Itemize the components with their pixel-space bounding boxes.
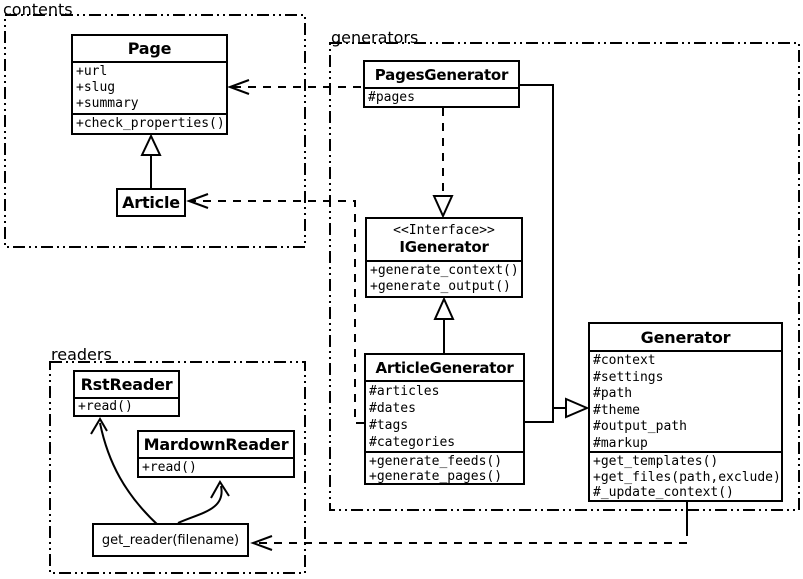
class-generator-title: Generator (640, 327, 731, 347)
edge-pagesgenerator-to-generator-generalization (520, 84, 566, 409)
class-generator-methods: +get_templates() +get_files(path,exclude… (590, 451, 781, 500)
edge-articlegenerator-to-igenerator-generalization (433, 296, 455, 353)
attribute: #dates (369, 401, 416, 416)
class-articlegenerator-attributes: #articles #dates #tags #categories (366, 380, 523, 451)
attribute: #articles (369, 384, 440, 399)
method: +read() (78, 399, 133, 414)
attribute: +slug (76, 80, 116, 95)
class-mardownreader-title: MardownReader (143, 435, 289, 454)
method: +read() (142, 460, 197, 475)
class-page-attributes: +url +slug +summary (73, 61, 226, 113)
class-generator: Generator #context #settings #path #them… (588, 322, 783, 502)
package-border-contents (4, 14, 306, 248)
package-label-readers: readers (51, 345, 112, 364)
attribute: #tags (369, 418, 409, 433)
class-mardownreader: MardownReader +read() (137, 430, 295, 478)
attribute: #output_path (593, 419, 687, 434)
class-article: Article (116, 188, 186, 217)
class-generator-attributes: #context #settings #path #theme #output_… (590, 350, 781, 451)
edge-getreader-to-mardownreader-arrow (177, 480, 230, 524)
class-rstreader: RstReader +read() (73, 370, 180, 417)
package-label-contents: contents (3, 0, 73, 19)
attribute: #theme (593, 402, 640, 418)
class-articlegenerator-title: ArticleGenerator (375, 358, 514, 377)
attribute: +url (76, 64, 108, 79)
function-box-get-reader-label: get_reader(filename) (101, 532, 240, 548)
method: #_update_context() (593, 485, 734, 500)
class-page-title: Page (127, 39, 172, 58)
attribute: #path (593, 386, 633, 401)
class-rstreader-title: RstReader (80, 375, 173, 394)
method: +check_properties() (76, 116, 225, 131)
edge-generator-to-getreader-dependency (250, 502, 688, 551)
method: +generate_context() (370, 263, 519, 278)
class-mardownreader-methods: +read() (139, 457, 293, 476)
class-pagesgenerator-title: PagesGenerator (374, 65, 509, 84)
class-articlegenerator-methods: +generate_feeds() +generate_pages() (366, 451, 523, 483)
method: +generate_feeds() (369, 454, 503, 469)
class-igenerator-methods: +generate_context() +generate_output() (367, 260, 521, 296)
edge-article-to-page-generalization (140, 133, 162, 188)
method: +generate_pages() (369, 469, 503, 483)
class-page-methods: +check_properties() (73, 113, 226, 133)
attribute: #markup (593, 435, 648, 451)
attribute: #pages (368, 90, 415, 105)
class-article-title: Article (122, 193, 180, 212)
class-igenerator-stereotype: <<Interface>> (393, 223, 495, 238)
attribute: #settings (593, 369, 664, 385)
attribute: #categories (369, 435, 456, 450)
edge-articlegenerator-to-generator-generalization (525, 397, 590, 423)
attribute: +summary (76, 96, 139, 111)
edge-pagesgenerator-to-page-dependency (227, 79, 361, 95)
method: +get_files(path,exclude) (593, 469, 781, 485)
class-igenerator-title: <<Interface>> IGenerator (367, 219, 521, 260)
edge-articlegenerator-to-article-dependency (186, 193, 364, 424)
class-igenerator-name: IGenerator (399, 238, 489, 256)
class-igenerator: <<Interface>> IGenerator +generate_conte… (365, 217, 523, 298)
package-border-generators (329, 42, 800, 511)
edge-pagesgenerator-to-igenerator-realization (432, 108, 454, 219)
class-pagesgenerator: PagesGenerator #pages (363, 60, 520, 108)
class-page: Page +url +slug +summary +check_properti… (71, 34, 228, 135)
class-rstreader-methods: +read() (75, 397, 178, 415)
edge-getreader-to-rstreader-arrow (90, 417, 161, 528)
method: +get_templates() (593, 454, 719, 469)
class-articlegenerator: ArticleGenerator #articles #dates #tags … (364, 353, 525, 485)
method: +generate_output() (370, 279, 511, 294)
package-label-generators: generators (331, 28, 419, 47)
function-box-get-reader: get_reader(filename) (92, 523, 249, 557)
package-border-readers (49, 361, 306, 574)
attribute: #context (593, 353, 656, 368)
class-pagesgenerator-attributes: #pages (365, 87, 518, 106)
